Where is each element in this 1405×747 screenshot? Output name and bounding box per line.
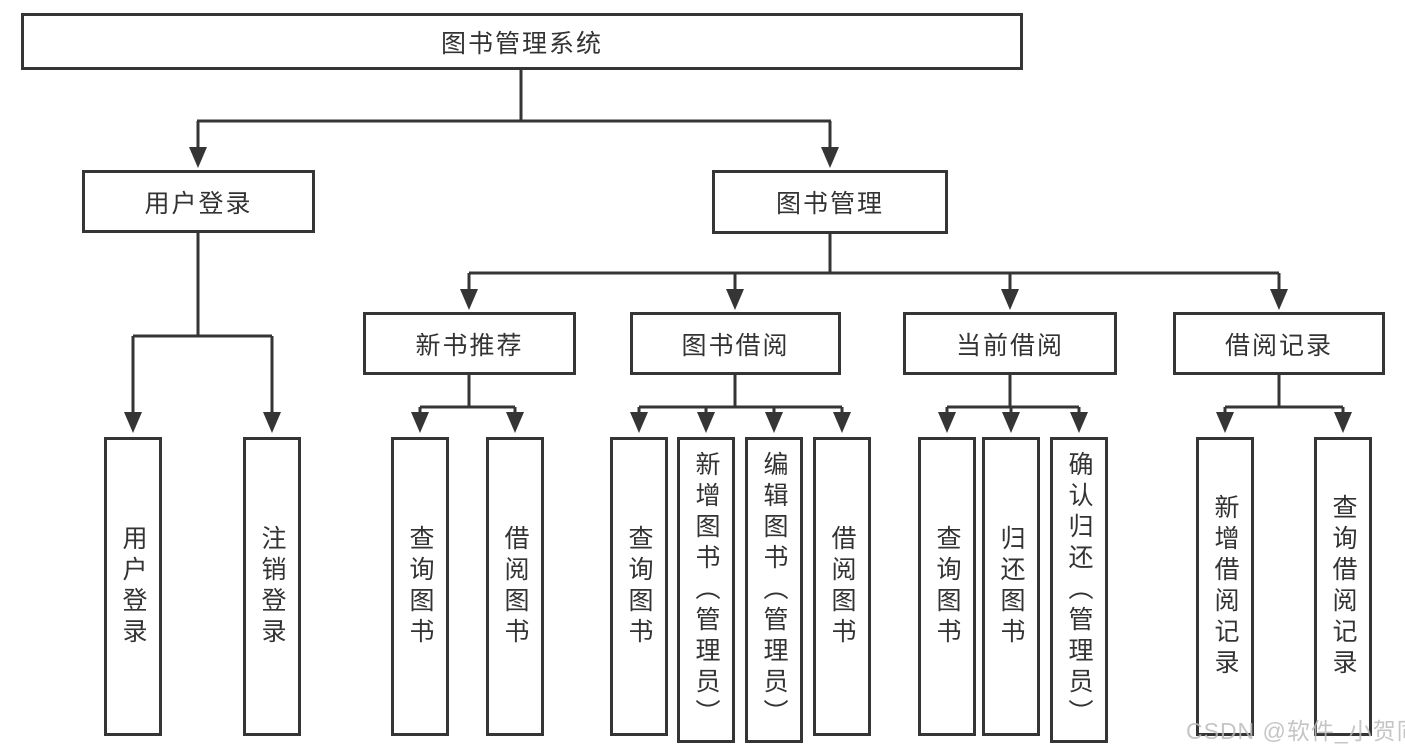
arrowhead-icon: [1002, 412, 1020, 433]
node-new-book-recommend: 新书推荐: [363, 312, 576, 375]
connector-book-management-children: [467, 234, 1281, 293]
node-current-borrow: 当前借阅: [903, 312, 1117, 375]
leaf-logout: 注销登录: [243, 437, 301, 736]
arrowhead-icon: [460, 289, 478, 310]
arrowhead-icon: [726, 289, 744, 310]
connector-root-children: [196, 70, 832, 150]
arrowhead-icon: [411, 412, 429, 433]
leaf-query-books-borrow: 查询图书: [610, 437, 668, 736]
leaf-user-login: 用户登录: [104, 437, 162, 736]
arrowhead-icon: [1334, 412, 1352, 433]
leaf-query-books-recommend: 查询图书: [391, 437, 449, 736]
leaf-borrow-books-recommend: 借阅图书: [486, 437, 544, 736]
connector-current-borrow-children: [945, 375, 1081, 416]
node-root: 图书管理系统: [21, 13, 1023, 70]
node-book-borrow: 图书借阅: [630, 312, 841, 375]
leaf-return-books: 归还图书: [982, 437, 1040, 736]
watermark: CSDN @软件_小贺同学: [1186, 718, 1405, 744]
arrowhead-icon: [630, 412, 648, 433]
leaf-add-book-admin: 新增图书（管理员）: [677, 437, 735, 743]
leaf-query-borrow-record: 查询借阅记录: [1314, 437, 1372, 736]
connector-book-borrow-children: [637, 375, 844, 416]
node-book-management: 图书管理: [712, 170, 948, 234]
arrowhead-icon: [124, 412, 142, 433]
arrowhead-icon: [833, 412, 851, 433]
arrowhead-icon: [765, 412, 783, 433]
connector-new-book-recommend-children: [418, 375, 517, 416]
arrowhead-icon: [938, 412, 956, 433]
arrowhead-icon: [1216, 412, 1234, 433]
arrowhead-icon: [1001, 289, 1019, 310]
node-user-login: 用户登录: [82, 170, 315, 233]
arrowhead-icon: [506, 412, 524, 433]
arrowhead-icon: [821, 147, 839, 168]
leaf-confirm-return-admin: 确认归还（管理员）: [1050, 437, 1108, 743]
arrowhead-icon: [697, 412, 715, 433]
leaf-query-books-current: 查询图书: [918, 437, 976, 736]
leaf-edit-book-admin: 编辑图书（管理员）: [745, 437, 803, 743]
leaf-borrow-books-borrow: 借阅图书: [813, 437, 871, 736]
node-borrow-records: 借阅记录: [1173, 312, 1385, 375]
arrowhead-icon: [1070, 412, 1088, 433]
arrowhead-icon: [263, 412, 281, 433]
leaf-add-borrow-record: 新增借阅记录: [1196, 437, 1254, 736]
connector-user-login-children: [131, 233, 274, 414]
arrowhead-icon: [1270, 289, 1288, 310]
arrowhead-icon: [189, 147, 207, 168]
connector-borrow-records-children: [1223, 375, 1345, 416]
